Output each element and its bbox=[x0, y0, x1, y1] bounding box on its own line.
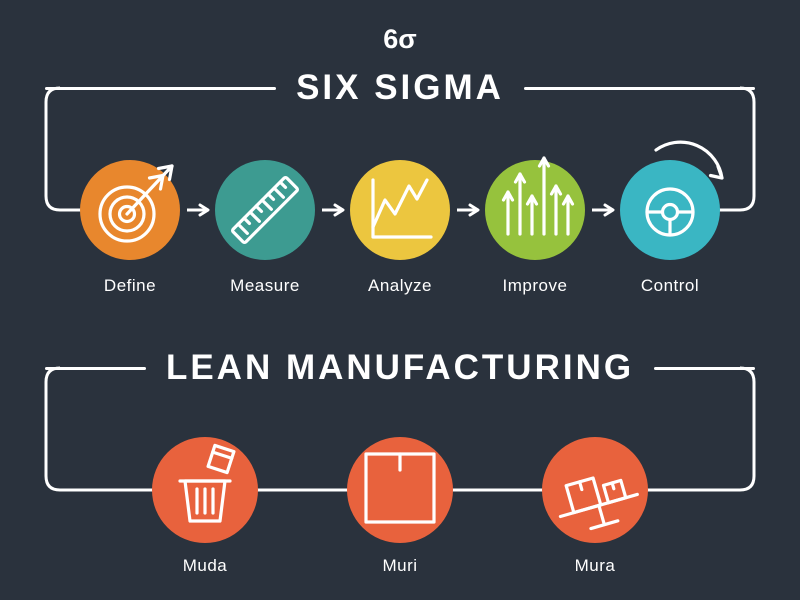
lean-title: LEAN MANUFACTURING bbox=[165, 348, 635, 387]
unbalanced-load-icon bbox=[558, 476, 639, 531]
step-define: Define bbox=[70, 150, 190, 296]
growth-arrows-icon bbox=[501, 156, 575, 236]
step-measure: Measure bbox=[205, 150, 325, 296]
step-analyze: Analyze bbox=[340, 150, 460, 296]
lean-bracket-left bbox=[44, 366, 170, 492]
six-sigma-title-row: SIX SIGMA bbox=[45, 67, 755, 109]
trash-waste-icon bbox=[178, 443, 236, 523]
rotate-arrow-icon bbox=[654, 140, 724, 180]
step-circle bbox=[620, 160, 720, 260]
six-sigma-title: SIX SIGMA bbox=[296, 68, 504, 107]
step-label: Analyze bbox=[368, 276, 432, 295]
step-muda: Muda bbox=[145, 430, 265, 576]
title-rule-right bbox=[654, 366, 756, 370]
step-circle bbox=[347, 437, 453, 543]
step-circle bbox=[350, 160, 450, 260]
step-label: Control bbox=[640, 276, 700, 295]
step-label: Define bbox=[103, 276, 157, 295]
step-muri: Muri bbox=[340, 430, 460, 576]
steering-wheel-icon bbox=[645, 187, 695, 237]
title-rule-left bbox=[45, 366, 146, 370]
step-label: Improve bbox=[502, 276, 568, 295]
step-label: Measure bbox=[230, 276, 300, 295]
step-label: Muri bbox=[382, 556, 418, 575]
step-label: Mura bbox=[574, 556, 616, 575]
step-control: Control bbox=[610, 140, 730, 296]
ruler-icon bbox=[230, 175, 300, 245]
step-circle bbox=[215, 160, 315, 260]
six-sigma-loop-right bbox=[690, 86, 756, 212]
overload-box-icon bbox=[364, 452, 436, 524]
step-label: Muda bbox=[182, 556, 228, 575]
line-chart-icon bbox=[371, 178, 433, 239]
step-improve: Improve bbox=[475, 150, 595, 296]
title-rule-right bbox=[523, 86, 755, 90]
six-sigma-loop-left bbox=[44, 86, 100, 212]
target-dart-icon bbox=[98, 164, 174, 243]
lean-bracket-right bbox=[630, 366, 756, 492]
step-mura: Mura bbox=[535, 430, 655, 576]
step-circle bbox=[485, 160, 585, 260]
lean-title-row: LEAN MANUFACTURING bbox=[45, 347, 756, 389]
six-sigma-symbol: 6σ bbox=[383, 24, 417, 54]
title-rule-left bbox=[45, 86, 277, 90]
